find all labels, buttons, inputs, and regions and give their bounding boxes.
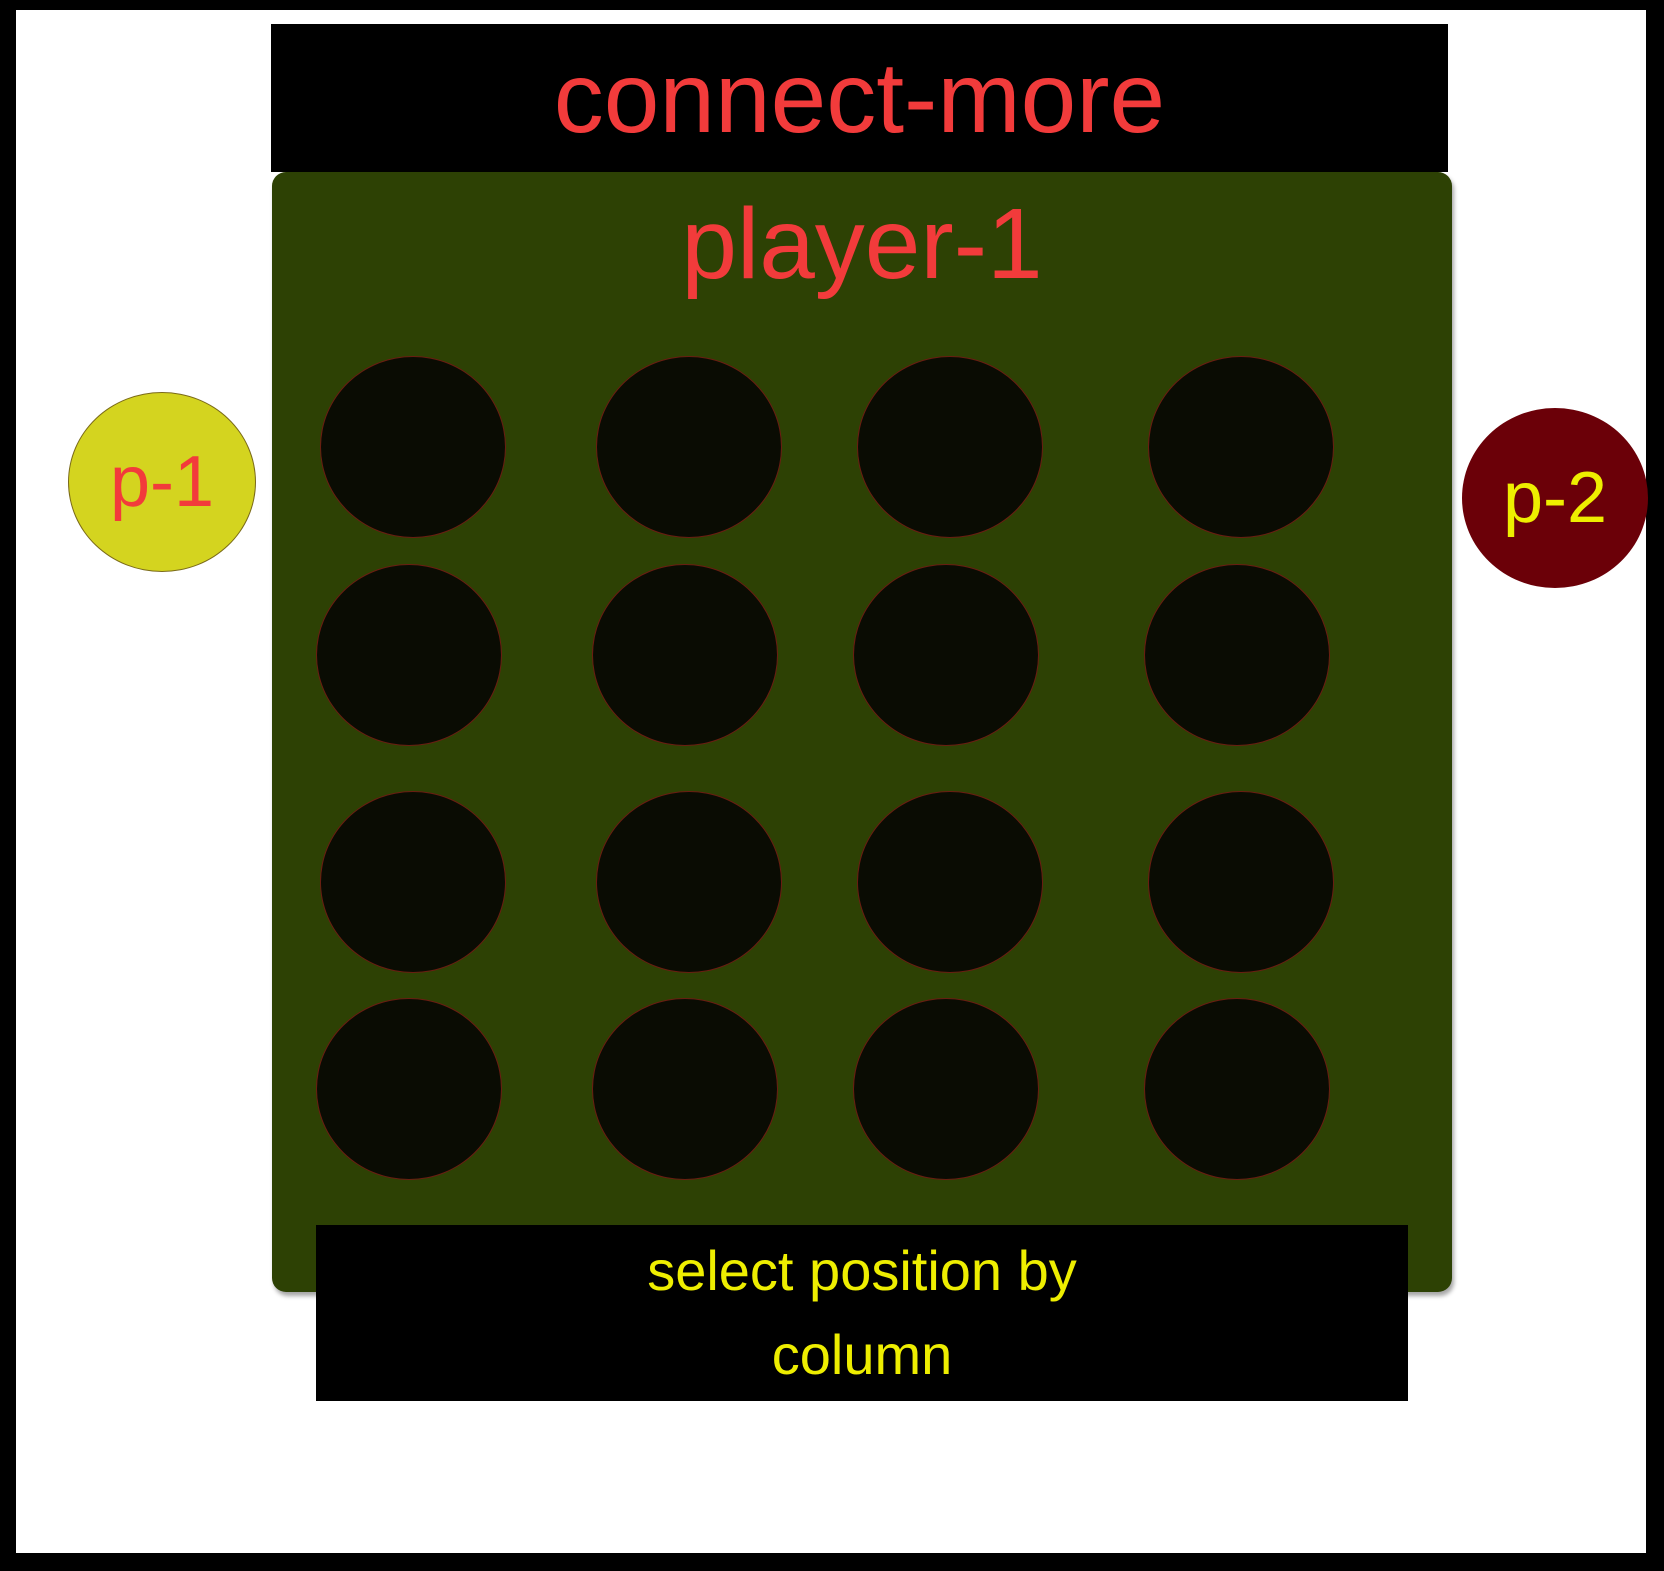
board-cell-r2-c3[interactable] [853, 564, 1039, 746]
player-1-token: p-1 [68, 392, 256, 572]
board-cell-r1-c3[interactable] [857, 356, 1043, 538]
instruction-bar: select position by column [316, 1225, 1408, 1401]
board-cell-r2-c4[interactable] [1144, 564, 1330, 746]
board-cell-r4-c1[interactable] [316, 998, 502, 1180]
board-cell-r2-c1[interactable] [316, 564, 502, 746]
board-cell-r2-c2[interactable] [592, 564, 778, 746]
board-cell-r1-c2[interactable] [596, 356, 782, 538]
board-cell-r3-c2[interactable] [596, 791, 782, 973]
board-cell-r1-c4[interactable] [1148, 356, 1334, 538]
game-board: player-1 [272, 172, 1452, 1292]
game-title-bar: connect-more [271, 24, 1448, 172]
game-title: connect-more [553, 42, 1166, 154]
board-cell-r3-c3[interactable] [857, 791, 1043, 973]
board-cell-r3-c1[interactable] [320, 791, 506, 973]
board-cell-r4-c3[interactable] [853, 998, 1039, 1180]
player-2-token: p-2 [1462, 408, 1648, 588]
player-1-token-label: p-1 [109, 442, 215, 522]
board-cell-r1-c1[interactable] [320, 356, 506, 538]
player-2-token-label: p-2 [1502, 458, 1608, 538]
game-page: connect-more player-1 select position by… [16, 10, 1648, 1553]
instruction-text: select position by column [647, 1239, 1077, 1386]
current-player-label: player-1 [681, 188, 1043, 300]
board-cell-r4-c4[interactable] [1144, 998, 1330, 1180]
board-cell-r4-c2[interactable] [592, 998, 778, 1180]
board-cell-r3-c4[interactable] [1148, 791, 1334, 973]
